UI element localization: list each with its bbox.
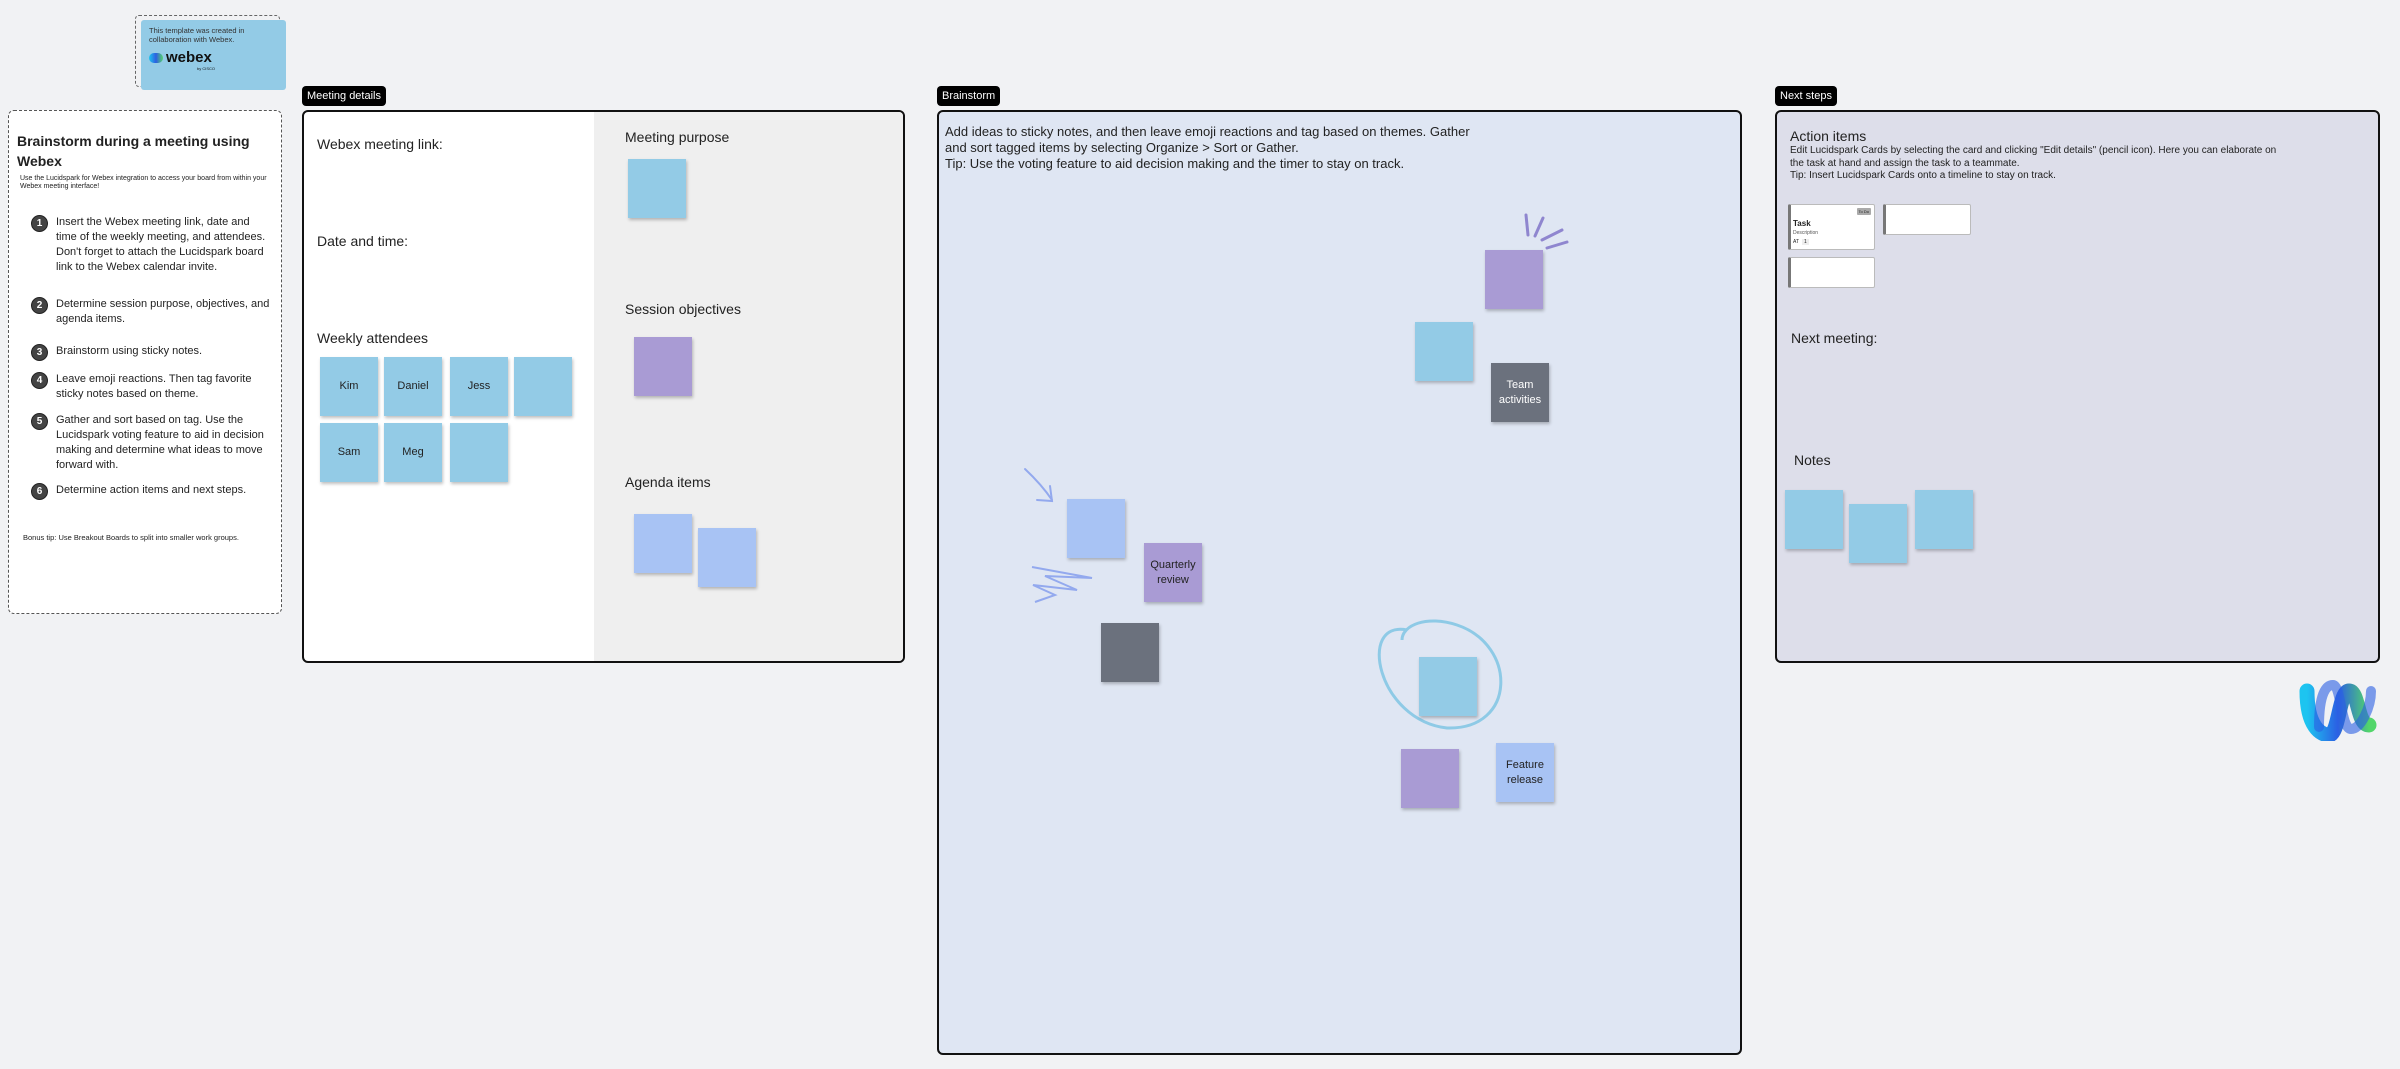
next-steps-tag: Next steps <box>1775 86 1837 106</box>
instructions-panel[interactable]: Brainstorm during a meeting using Webex … <box>8 110 282 614</box>
brainstorm-sticky[interactable] <box>1067 499 1125 558</box>
agenda-items-label: Agenda items <box>625 474 711 490</box>
brainstorm-panel[interactable] <box>937 110 1742 1055</box>
step-text: Leave emoji reactions. Then tag favorite… <box>56 373 252 400</box>
card-status-badge: To Do <box>1856 208 1871 215</box>
webex-logo-icon <box>2299 679 2377 741</box>
brainstorm-sticky-feature-release[interactable]: Feature release <box>1496 743 1554 802</box>
step-text: Gather and sort based on tag. Use the Lu… <box>56 414 264 471</box>
zigzag-drawing <box>1031 566 1093 603</box>
notes-sticky[interactable] <box>1849 504 1907 563</box>
webex-template-badge[interactable]: This template was created in collaborati… <box>135 15 286 90</box>
card-points: 1 <box>1802 239 1809 245</box>
webex-link-label: Webex meeting link: <box>317 136 443 152</box>
webex-logo-text: webex <box>166 49 212 66</box>
card-title: Task <box>1793 219 1811 228</box>
step-4: 4 Leave emoji reactions. Then tag favorit… <box>31 372 271 402</box>
step-number: 3 <box>31 344 48 361</box>
arrow-drawing <box>1024 468 1054 503</box>
date-time-label: Date and time: <box>317 233 409 249</box>
notes-label: Notes <box>1794 452 1831 468</box>
attendees-label: Weekly attendees <box>317 330 429 346</box>
next-meeting-label: Next meeting: <box>1791 330 1878 346</box>
step-1: 1 Insert the Webex meeting link, date and… <box>31 215 271 275</box>
brainstorm-sticky[interactable] <box>1485 250 1543 309</box>
brainstorm-sticky[interactable] <box>1415 322 1473 381</box>
card-assignee: AT <box>1793 239 1800 245</box>
attendee-sticky[interactable]: Meg <box>384 423 442 482</box>
action-items-text: Edit Lucidspark Cards by selecting the c… <box>1790 145 2277 181</box>
attendee-sticky[interactable]: Daniel <box>384 357 442 416</box>
step-number: 6 <box>31 483 48 500</box>
notes-sticky[interactable] <box>1785 490 1843 549</box>
step-number: 2 <box>31 297 48 314</box>
step-number: 4 <box>31 372 48 389</box>
step-number: 1 <box>31 215 48 232</box>
intro-title: Brainstorm during a meeting using Webex <box>17 133 250 169</box>
step-6: 6 Determine action items and next steps. <box>31 483 271 500</box>
empty-card[interactable] <box>1788 257 1875 288</box>
attendee-sticky-empty[interactable] <box>514 357 572 416</box>
brainstorm-sticky[interactable] <box>1401 749 1459 808</box>
step-2: 2 Determine session purpose, objectives, … <box>31 297 271 327</box>
step-number: 5 <box>31 413 48 430</box>
brainstorm-sticky[interactable] <box>1101 623 1159 682</box>
cisco-text: by CISCO <box>197 66 216 71</box>
attendee-sticky[interactable]: Jess <box>450 357 508 416</box>
bonus-tip: Bonus tip: Use Breakout Boards to split … <box>23 533 239 542</box>
badge-text: This template was created in collaborati… <box>149 26 245 44</box>
brainstorm-instructions: Add ideas to sticky notes, and then leav… <box>945 124 1470 171</box>
attendee-sticky[interactable]: Sam <box>320 423 378 482</box>
empty-card[interactable] <box>1883 204 1971 235</box>
brainstorm-sticky-team-activities[interactable]: Team activities <box>1491 363 1549 422</box>
webex-logo-icon <box>149 52 163 63</box>
notes-sticky[interactable] <box>1915 490 1973 549</box>
next-steps-panel[interactable] <box>1775 110 2380 663</box>
brainstorm-sticky[interactable] <box>1419 657 1477 716</box>
session-objectives-label: Session objectives <box>625 301 741 317</box>
circle-drawing <box>1377 619 1503 730</box>
step-text: Determine action items and next steps. <box>56 484 247 496</box>
step-text: Determine session purpose, objectives, a… <box>56 298 270 325</box>
agenda-sticky[interactable] <box>634 514 692 573</box>
attendee-sticky[interactable]: Kim <box>320 357 378 416</box>
brainstorm-tag: Brainstorm <box>937 86 1001 106</box>
step-3: 3 Brainstorm using sticky notes. <box>31 344 271 361</box>
intro-subtitle: Use the Lucidspark for Webex integration… <box>20 175 267 190</box>
action-items-label: Action items <box>1790 128 1867 144</box>
objectives-sticky[interactable] <box>634 337 692 396</box>
brainstorm-sticky-quarterly-review[interactable]: Quarterly review <box>1144 543 1202 602</box>
meeting-purpose-label: Meeting purpose <box>625 129 730 145</box>
purpose-sticky[interactable] <box>628 159 686 218</box>
card-description: Description <box>1793 230 1819 236</box>
sparkle-lines-drawing <box>1524 213 1569 250</box>
step-text: Insert the Webex meeting link, date and … <box>56 216 266 273</box>
attendee-sticky-empty[interactable] <box>450 423 508 482</box>
step-text: Brainstorm using sticky notes. <box>56 345 203 357</box>
drawing-layer <box>1024 213 1569 730</box>
step-5: 5 Gather and sort based on tag. Use the L… <box>31 413 271 473</box>
meeting-details-tag: Meeting details <box>302 86 386 106</box>
agenda-sticky[interactable] <box>698 528 756 587</box>
